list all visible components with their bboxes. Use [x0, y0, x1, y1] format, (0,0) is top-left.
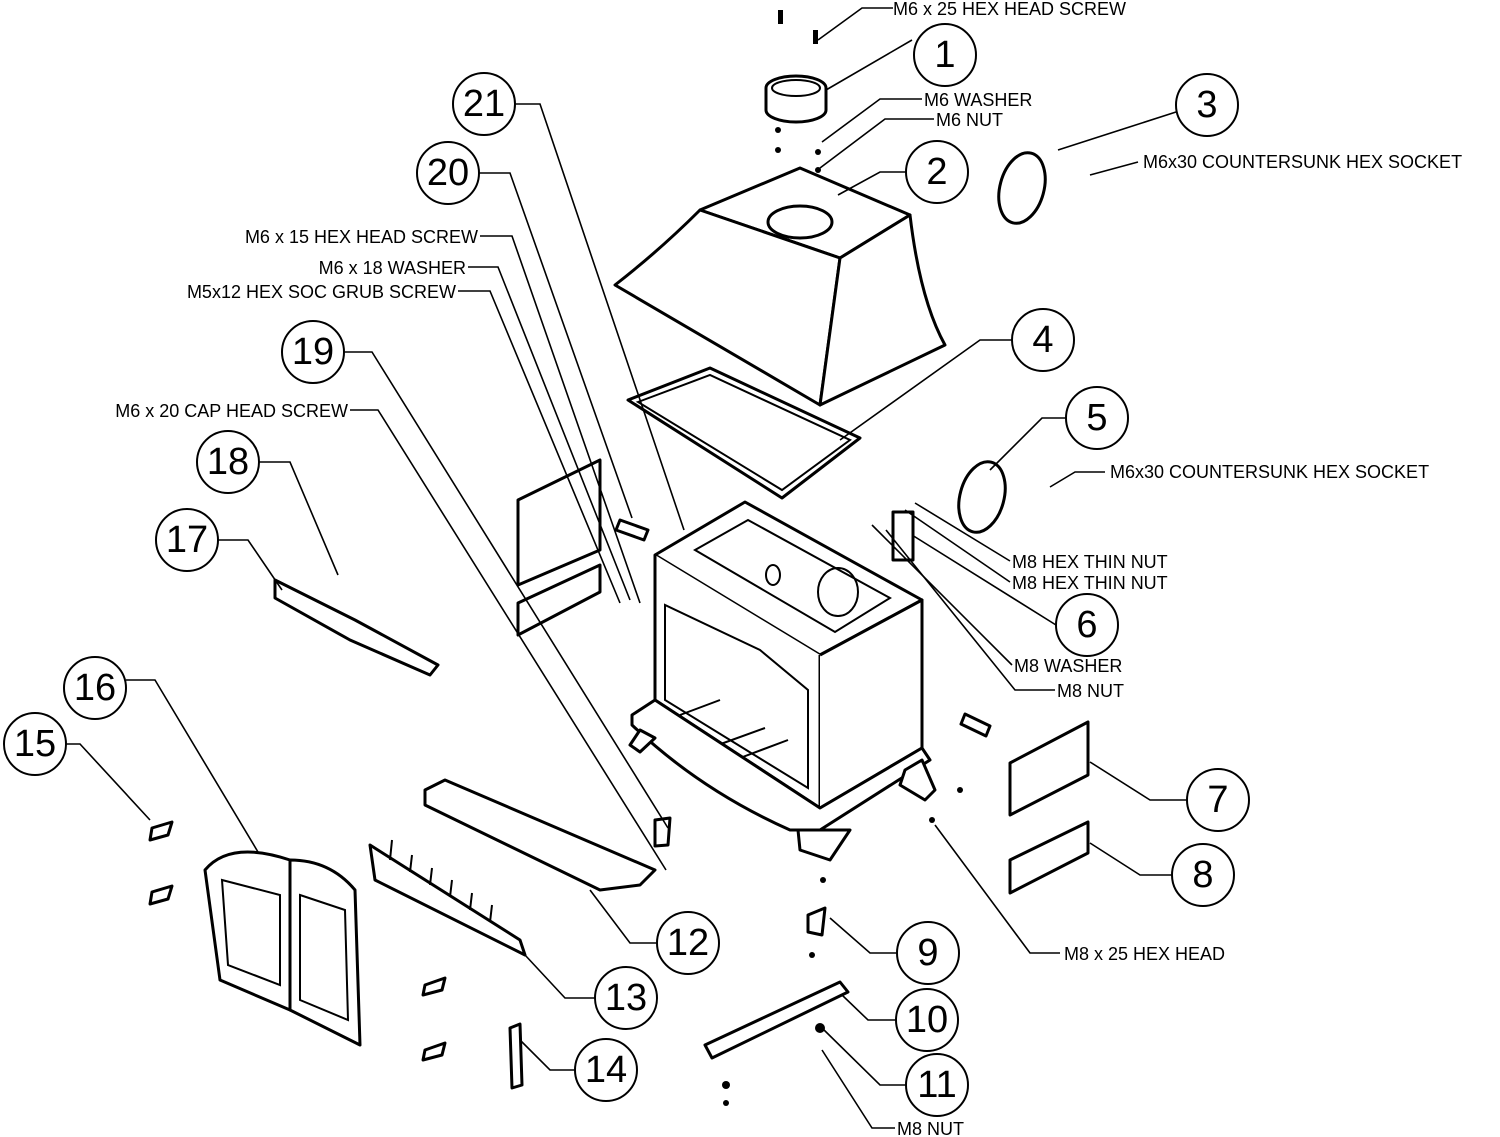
- svg-text:11: 11: [917, 1064, 956, 1106]
- callout-18: 18: [196, 430, 260, 494]
- callout-8: 8: [1171, 843, 1235, 907]
- callout-21: 21: [452, 72, 516, 136]
- callout-5: 5: [1065, 386, 1129, 450]
- svg-text:13: 13: [605, 977, 647, 1019]
- label-m6x20-cap-head-screw: M6 x 20 CAP HEAD SCREW: [115, 401, 348, 421]
- callout-1: 1: [913, 23, 977, 87]
- label-m6x18-washer: M6 x 18 WASHER: [319, 258, 466, 278]
- callout-10: 10: [895, 988, 959, 1052]
- label-m6x15-hex-head-screw: M6 x 15 HEX HEAD SCREW: [245, 227, 478, 247]
- svg-text:19: 19: [292, 331, 334, 373]
- callout-20: 20: [416, 141, 480, 205]
- flue-collar: [764, 10, 828, 173]
- callout-16: 16: [63, 656, 127, 720]
- svg-text:20: 20: [427, 152, 469, 194]
- stove-body: [628, 500, 937, 862]
- blanking-plates: [891, 151, 1047, 562]
- baffle-bricks-left: [516, 458, 650, 637]
- top-gasket: [626, 366, 862, 500]
- label-m8-hex-thin-nut-1: M8 HEX THIN NUT: [1012, 552, 1168, 572]
- svg-text:15: 15: [14, 723, 56, 765]
- callout-9: 9: [896, 921, 960, 985]
- svg-text:8: 8: [1192, 854, 1213, 896]
- callout-19: 19: [281, 320, 345, 384]
- svg-text:17: 17: [166, 519, 208, 561]
- svg-text:9: 9: [917, 932, 938, 974]
- callout-2: 2: [905, 140, 969, 204]
- svg-text:2: 2: [926, 151, 947, 193]
- svg-text:10: 10: [906, 999, 948, 1041]
- leader-lines: [66, 7, 1187, 1129]
- callout-4: 4: [1011, 308, 1075, 372]
- label-m6-washer: M6 WASHER: [924, 90, 1032, 110]
- label-m8x25-hex-head: M8 x 25 HEX HEAD: [1064, 944, 1225, 964]
- svg-text:21: 21: [463, 83, 505, 125]
- label-m5x12-grub-screw: M5x12 HEX SOC GRUB SCREW: [187, 282, 456, 302]
- svg-text:7: 7: [1207, 779, 1228, 821]
- hood-top-plate: [613, 166, 947, 407]
- svg-text:6: 6: [1076, 604, 1097, 646]
- callout-17: 17: [155, 508, 219, 572]
- callout-6: 6: [1055, 593, 1119, 657]
- callout-15: 15: [3, 712, 67, 776]
- grate: [368, 839, 527, 957]
- label-m6x30-countersunk-top: M6x30 COUNTERSUNK HEX SOCKET: [1143, 152, 1462, 172]
- callout-7: 7: [1186, 768, 1250, 832]
- svg-text:1: 1: [934, 34, 955, 76]
- callout-11: 11: [905, 1053, 969, 1117]
- svg-text:4: 4: [1032, 319, 1053, 361]
- svg-text:16: 16: [74, 667, 116, 709]
- svg-text:5: 5: [1086, 397, 1107, 439]
- ashpan-lip: [423, 778, 657, 892]
- label-m8-hex-thin-nut-2: M8 HEX THIN NUT: [1012, 573, 1168, 593]
- svg-text:3: 3: [1196, 84, 1217, 126]
- firebricks-right: [959, 712, 1090, 895]
- svg-text:12: 12: [667, 922, 709, 964]
- label-m8-nut-bottom: M8 NUT: [897, 1119, 964, 1137]
- callout-14: 14: [574, 1038, 638, 1102]
- svg-text:18: 18: [207, 441, 249, 483]
- baffle-plate: [273, 578, 440, 677]
- label-m6-nut: M6 NUT: [936, 110, 1003, 130]
- label-m8-nut-side: M8 NUT: [1057, 681, 1124, 701]
- label-m8-washer: M8 WASHER: [1014, 656, 1122, 676]
- label-m6x25-hex-head-screw: M6 x 25 HEX HEAD SCREW: [893, 0, 1126, 19]
- callout-3: 3: [1175, 73, 1239, 137]
- svg-text:14: 14: [585, 1049, 627, 1091]
- callout-13: 13: [594, 966, 658, 1030]
- door-assembly: [148, 820, 524, 1090]
- callout-12: 12: [656, 911, 720, 975]
- label-m6x30-countersunk-side: M6x30 COUNTERSUNK HEX SOCKET: [1110, 462, 1429, 482]
